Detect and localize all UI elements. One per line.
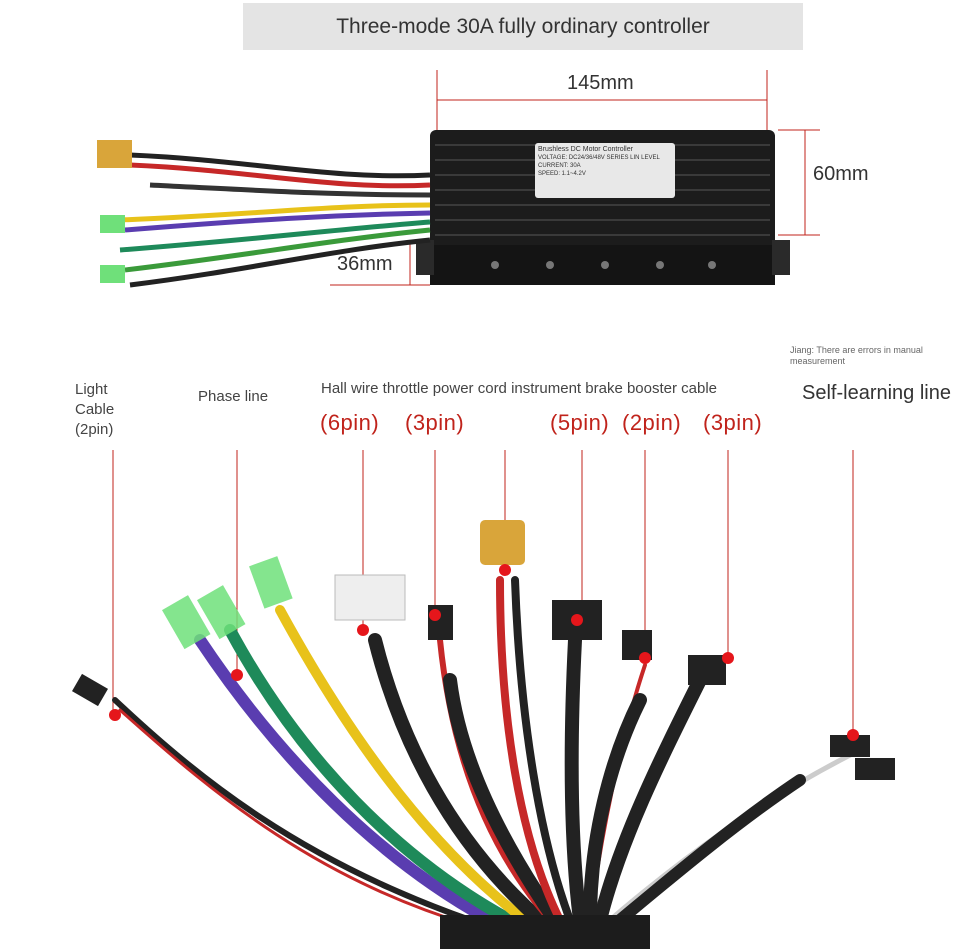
xt60-connector <box>97 140 132 168</box>
measurement-note: Jiang: There are errors in manual measur… <box>790 345 923 366</box>
pin-label-instrument: (5pin) <box>550 410 610 435</box>
height-dimension: 36mm <box>337 253 393 275</box>
length-dimension: 145mm <box>567 72 634 94</box>
self-learning-label: Self-learning line <box>802 382 951 404</box>
page-title: Three-mode 30A fully ordinary controller <box>243 3 803 50</box>
dimension-lines <box>330 70 820 286</box>
label-line: VOLTAGE: DC24/36/48V SERIES LIN LEVEL <box>538 155 660 161</box>
light-cable-label: Light Cable (2pin) <box>75 380 114 440</box>
label-line: SPEED: 1.1~4.2V <box>538 171 586 177</box>
pin-label-hall: (6pin) <box>320 410 380 435</box>
controller-box <box>416 130 790 285</box>
pin-label-booster: (3pin) <box>703 410 763 435</box>
pin-label-throttle: (3pin) <box>405 410 465 435</box>
label-line: CURRENT: 30A <box>538 163 581 169</box>
connectors <box>72 520 895 949</box>
width-dimension: 60mm <box>813 163 869 185</box>
group-header-label: Hall wire throttle power cord instrument… <box>321 380 718 397</box>
top-wires <box>119 152 431 288</box>
phase-line-label: Phase line <box>198 388 269 405</box>
phase-connector <box>100 265 125 283</box>
label-line: Cable <box>75 401 115 418</box>
label-heading: Brushless DC Motor Controller <box>538 146 633 153</box>
phase-connector <box>100 215 125 233</box>
label-line: Light <box>75 381 108 398</box>
label-line: (2pin) <box>75 421 114 438</box>
controller-label-plate: Brushless DC Motor Controller VOLTAGE: D… <box>538 146 672 178</box>
marker-dots <box>109 564 859 741</box>
pin-label-brake: (2pin) <box>622 410 682 435</box>
bottom-wires <box>112 576 863 927</box>
